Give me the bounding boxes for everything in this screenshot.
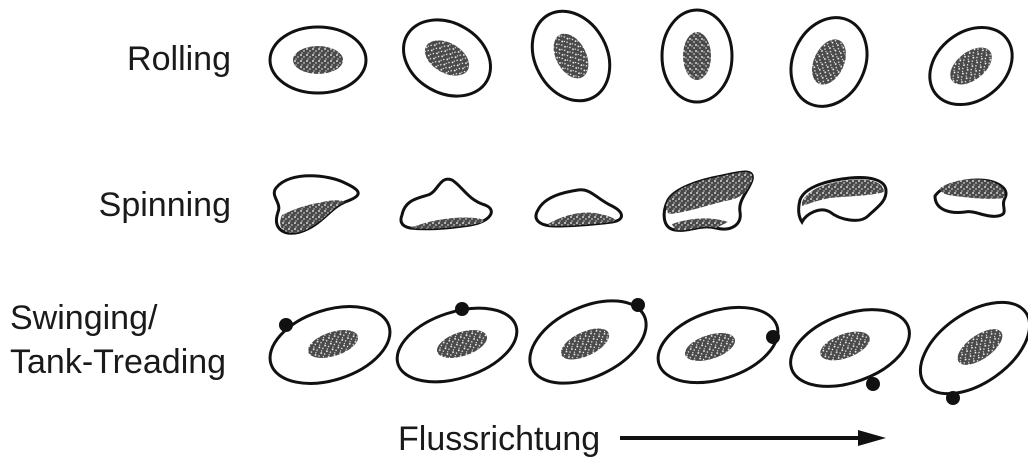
swinging-cell-1 [260, 293, 400, 398]
spinning-cell-1 [274, 176, 358, 233]
swinging-row [260, 284, 1028, 412]
swinging-cell-6 [904, 284, 1028, 412]
rolling-cell-2 [390, 5, 505, 112]
rolling-row [270, 0, 1027, 120]
spinning-cell-6 [935, 179, 1006, 216]
swinging-cell-3 [517, 284, 659, 400]
spinning-cell-5 [799, 178, 886, 223]
rolling-cell-4 [662, 10, 732, 102]
rolling-cell-1 [270, 27, 366, 93]
membrane-marker-4 [766, 330, 780, 344]
spinning-cell-3 [536, 190, 622, 226]
rolling-cell-6 [915, 12, 1028, 121]
rolling-cell-5 [777, 5, 881, 119]
rolling-nucleus-1 [293, 46, 343, 74]
spinning-cell-2 [401, 179, 491, 229]
membrane-marker-2 [455, 302, 469, 316]
membrane-marker-1 [279, 318, 293, 332]
swinging-cell-2 [388, 294, 526, 395]
spinning-row [274, 172, 1006, 233]
flow-arrow [620, 430, 886, 446]
membrane-marker-3 [631, 298, 645, 312]
spinning-cell-4 [664, 172, 752, 230]
swinging-cell-5 [780, 295, 920, 401]
membrane-marker-5 [866, 377, 880, 391]
rolling-cell-3 [517, 0, 625, 114]
membrane-marker-6 [946, 391, 960, 405]
swinging-cell-4 [649, 294, 788, 397]
rolling-nucleus-4 [683, 32, 711, 80]
